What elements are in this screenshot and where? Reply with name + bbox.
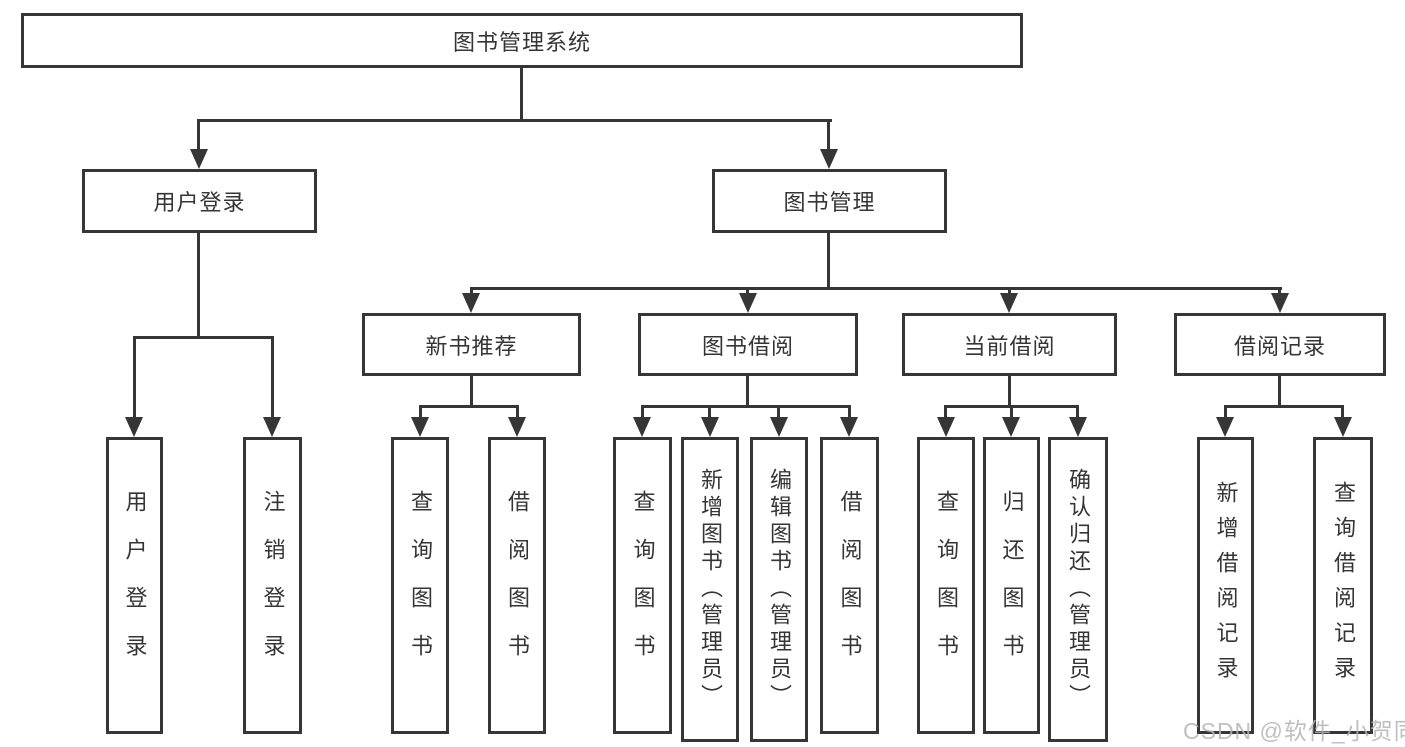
leaf-add-borrow-record: 新增借阅记录 [1197,437,1254,734]
node-current-borrow: 当前借阅 [902,313,1117,376]
leaf-logout: 注销登录 [243,437,302,734]
connector-line [1278,376,1281,408]
connector-line [1341,405,1344,421]
leaf-confirm-return-admin: 确认归还（管理员） [1048,437,1108,742]
connector-line [1010,405,1013,421]
leaf-query-borrow-record: 查询借阅记录 [1313,437,1373,734]
arrow-down-icon [739,293,757,313]
connector-line [470,287,473,297]
arrow-down-icon [1334,417,1352,437]
leaf-user-login: 用户登录 [106,437,163,734]
connector-line [827,233,830,290]
connector-line [197,119,200,153]
arrow-down-icon [1000,293,1018,313]
connector-line [197,119,832,122]
leaf-label: 查询图书 [408,489,433,682]
arrow-down-icon [508,417,526,437]
connector-line [708,405,711,421]
leaf-label: 借阅图书 [505,489,530,682]
connector-line [470,376,473,408]
connector-line [641,405,644,421]
leaf-query-books: 查询图书 [613,437,672,734]
connector-line [848,405,851,421]
connector-line [827,119,830,153]
connector-line [133,336,274,339]
connector-line [944,405,947,421]
arrow-down-icon [633,417,651,437]
leaf-label: 新增图书（管理员） [698,468,723,711]
leaf-borrow-books: 借阅图书 [488,437,546,734]
arrow-down-icon [462,293,480,313]
leaf-label: 注销登录 [260,489,286,682]
leaf-add-books-admin: 新增图书（管理员） [681,437,739,742]
arrow-down-icon [263,417,281,437]
connector-line [419,405,422,421]
connector-line [1224,405,1344,408]
node-borrow-record: 借阅记录 [1174,313,1386,376]
arrow-down-icon [190,149,208,169]
connector-line [197,233,200,339]
arrow-down-icon [701,417,719,437]
leaf-label: 查询图书 [630,489,656,682]
leaf-label: 用户登录 [122,489,148,682]
arrow-down-icon [1069,417,1087,437]
connector-line [1008,376,1011,408]
leaf-label: 新增借阅记录 [1213,480,1239,691]
connector-line [746,287,749,297]
arrow-down-icon [1271,293,1289,313]
arrow-down-icon [1002,417,1020,437]
leaf-query-books: 查询图书 [391,437,449,734]
node-book-management: 图书管理 [712,169,947,233]
connector-line [641,405,851,408]
leaf-label: 编辑图书（管理员） [767,468,792,711]
leaf-label: 归还图书 [999,489,1025,682]
node-new-book-recommend: 新书推荐 [362,313,581,376]
connector-line [1224,405,1227,421]
connector-line [271,336,274,421]
connector-line [419,405,519,408]
connector-line [470,287,1282,290]
arrow-down-icon [937,417,955,437]
arrow-down-icon [411,417,429,437]
connector-line [516,405,519,421]
arrow-down-icon [1216,417,1234,437]
leaf-label: 查询借阅记录 [1331,480,1356,691]
leaf-label: 确认归还（管理员） [1066,468,1091,711]
leaf-query-books: 查询图书 [917,437,975,734]
connector-line [1278,287,1281,297]
connector-line [133,336,136,421]
leaf-borrow-books: 借阅图书 [820,437,879,734]
connector-line [746,376,749,408]
leaf-edit-books-admin: 编辑图书（管理员） [750,437,808,742]
leaf-label: 借阅图书 [837,489,863,682]
connector-line [1008,287,1011,297]
connector-line [1076,405,1079,421]
node-book-borrow: 图书借阅 [638,313,858,376]
leaf-return-books: 归还图书 [983,437,1040,734]
arrow-down-icon [820,149,838,169]
leaf-label: 查询图书 [934,489,959,682]
arrow-down-icon [770,417,788,437]
connector-line [777,405,780,421]
arrow-down-icon [840,417,858,437]
csdn-watermark: CSDN @软件_小贺同学 [1183,718,1405,744]
node-user-login: 用户登录 [82,169,317,233]
arrow-down-icon [125,417,143,437]
connector-line [520,68,523,119]
node-library-management-system: 图书管理系统 [21,13,1023,68]
